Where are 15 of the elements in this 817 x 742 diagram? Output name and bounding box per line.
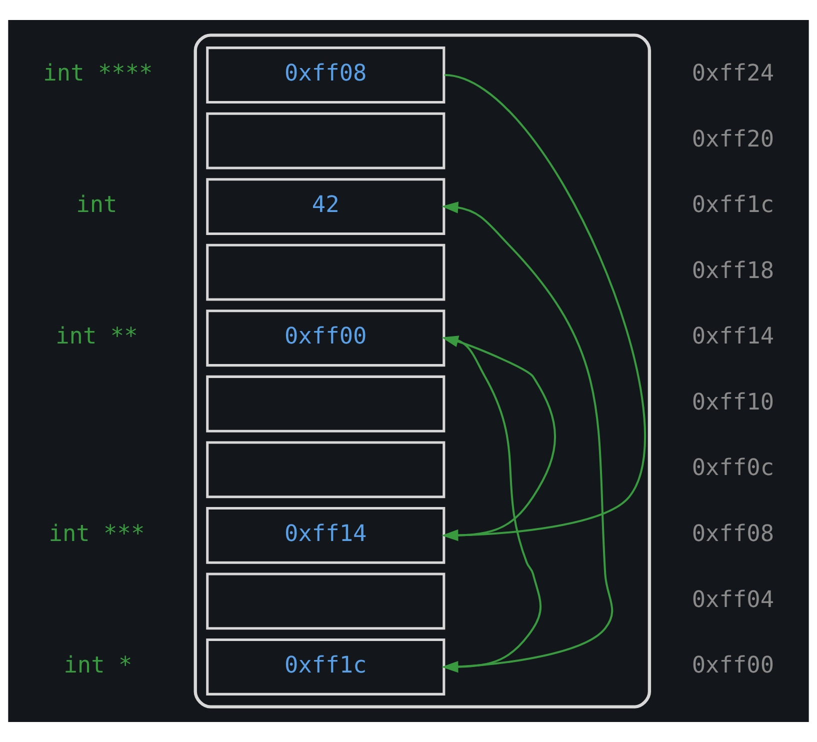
label: int ***: [48, 521, 145, 547]
label: 0xff08: [692, 521, 774, 547]
label: int **: [56, 324, 138, 350]
label: 0xff18: [692, 258, 774, 284]
label: 0xff1c: [692, 192, 774, 218]
label: 0xff24: [692, 60, 774, 87]
label: 0xff10: [692, 389, 774, 416]
label: int ****: [43, 60, 153, 87]
label: 0xff00: [692, 652, 774, 679]
label: 0xff04: [692, 586, 774, 613]
label: 0xff20: [692, 126, 774, 152]
label: 0xff14: [692, 324, 774, 350]
label: int: [76, 192, 118, 218]
label: 0xff0c: [692, 455, 774, 482]
label: int *: [64, 652, 132, 679]
